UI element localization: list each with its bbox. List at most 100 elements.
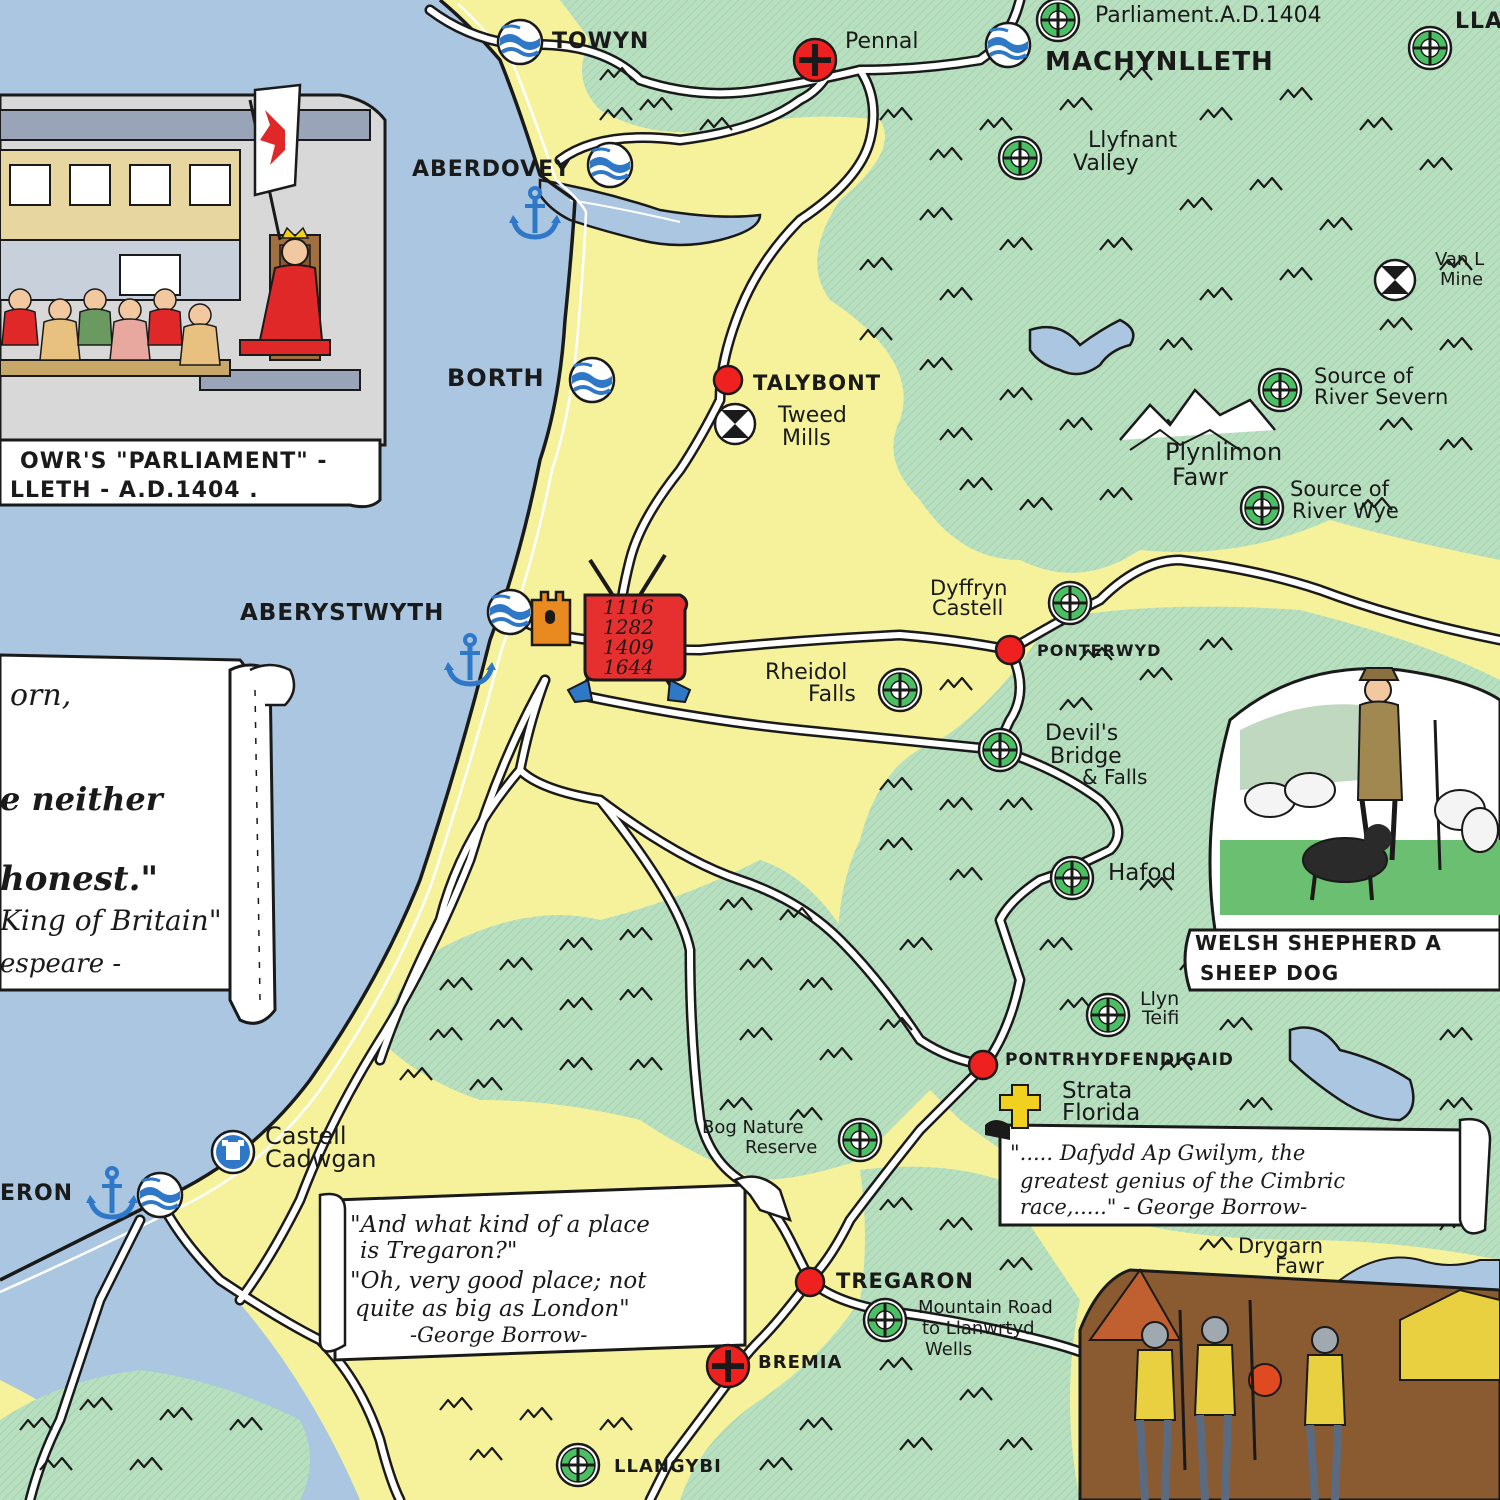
drygarn-label-line1[interactable]: Drygarn xyxy=(1238,1234,1323,1258)
place-labels: TOWYN Pennal Parliament.A.D.1404 MACHYNL… xyxy=(0,3,1500,1477)
aberdovey-label[interactable]: ABERDOVEY xyxy=(412,157,571,182)
devils-bridge-icon[interactable] xyxy=(977,727,1023,773)
mountain-road-icon[interactable] xyxy=(862,1297,908,1343)
severn-source-icon[interactable] xyxy=(1257,367,1303,413)
wye-label-line1[interactable]: Source of xyxy=(1290,477,1390,501)
mountain-road-label-line3[interactable]: Wells xyxy=(925,1339,972,1360)
tweed-mills-label-line2[interactable]: Mills xyxy=(782,426,831,451)
bog-label-line2[interactable]: Reserve xyxy=(745,1137,817,1158)
ponterwyd-town-icon[interactable] xyxy=(994,634,1026,666)
tregaron-label[interactable]: TREGARON xyxy=(836,1269,974,1293)
road-6 xyxy=(577,692,1003,753)
devils-bridge-label-line2[interactable]: Bridge xyxy=(1050,744,1122,769)
towyn-label[interactable]: TOWYN xyxy=(552,29,649,54)
shepherd-caption-line2: SHEEP DOG xyxy=(1200,961,1339,985)
borrow-quote2-line2: greatest genius of the Cimbric xyxy=(1020,1169,1345,1193)
aberaeron-resort-icon[interactable] xyxy=(136,1171,184,1219)
plynlimon-label-line2[interactable]: Fawr xyxy=(1172,463,1228,491)
parliament-label[interactable]: Parliament.A.D.1404 xyxy=(1095,3,1322,28)
gwilym-quote-scroll: "..... Dafydd Ap Gwilym, the greatest ge… xyxy=(985,1117,1492,1235)
borrow-quote2-line3: race,....." - George Borrow- xyxy=(1020,1195,1307,1219)
llyn-teifi-label-line1[interactable]: Llyn xyxy=(1140,988,1179,1010)
ponterwyd-label[interactable]: PONTERWYD xyxy=(1037,641,1161,660)
llyfnant-label-line1[interactable]: Llyfnant xyxy=(1088,128,1178,153)
borrow-quote1-line5: -George Borrow- xyxy=(410,1323,587,1347)
castle-date-1409: 1409 xyxy=(603,635,654,659)
parliament-panel: OWR'S "PARLIAMENT" - LLETH - A.D.1404 . xyxy=(0,83,387,509)
severn-label-line2[interactable]: River Severn xyxy=(1314,385,1448,409)
towyn-resort-icon[interactable] xyxy=(496,18,544,66)
van-mine-label-line2[interactable]: Mine xyxy=(1440,269,1483,290)
bremia-label[interactable]: BREMIA xyxy=(758,1352,842,1373)
dyffryn-castell-icon[interactable] xyxy=(1047,580,1093,626)
dyffryn-label-line1[interactable]: Dyffryn xyxy=(930,576,1007,600)
llyfnant-label-line2[interactable]: Valley xyxy=(1073,151,1139,176)
aberaeron-anchor-icon[interactable] xyxy=(86,1168,138,1217)
soldiers-panel xyxy=(1078,1268,1500,1500)
llyfnant-sight-icon[interactable] xyxy=(997,135,1043,181)
hafod-sight-icon[interactable] xyxy=(1049,855,1095,901)
borth-label[interactable]: BORTH xyxy=(447,364,545,392)
road-3 xyxy=(617,67,877,623)
tregaron-town-icon[interactable] xyxy=(794,1266,826,1298)
road-14 xyxy=(27,1217,143,1500)
shakespeare-line2: e neither xyxy=(0,780,165,818)
llangybi-label[interactable]: LLANGYBI xyxy=(614,1456,722,1477)
mountain-road-label-line2[interactable]: to Llanwrtyd xyxy=(922,1318,1035,1339)
aberystwyth-castle-icon[interactable] xyxy=(530,553,692,704)
pontrhydfendigaid-label[interactable]: PONTRHYDFENDIGAID xyxy=(1005,1050,1234,1070)
rheidol-label-line2[interactable]: Falls xyxy=(808,682,856,707)
wye-source-icon[interactable] xyxy=(1239,485,1285,531)
drygarn-label-line2[interactable]: Fawr xyxy=(1275,1254,1324,1278)
parliament-caption-line2: LLETH - A.D.1404 . xyxy=(10,478,259,503)
van-mine-label-line1[interactable]: Van L xyxy=(1435,249,1484,270)
llyn-teifi-icon[interactable] xyxy=(1085,992,1131,1038)
aberaeron-label[interactable]: ERON xyxy=(0,1181,73,1206)
strata-florida-cross-icon[interactable] xyxy=(999,1084,1041,1129)
plynlimon-label-line1[interactable]: Plynlimon xyxy=(1165,438,1282,466)
road-8 xyxy=(237,677,548,1303)
llangybi-sight-icon[interactable] xyxy=(555,1442,601,1488)
castell-cadwgan-label-line1[interactable]: Castell xyxy=(265,1122,346,1150)
castell-cadwgan-icon[interactable] xyxy=(210,1129,256,1175)
severn-label-line1[interactable]: Source of xyxy=(1314,364,1414,388)
devils-bridge-label-line3[interactable]: & Falls xyxy=(1082,765,1147,789)
devils-bridge-label-line1[interactable]: Devil's xyxy=(1045,721,1118,746)
llan-sight-icon[interactable] xyxy=(1407,25,1453,71)
borrow-quote1-line1: "And what kind of a place xyxy=(350,1212,650,1238)
road-9 xyxy=(377,767,523,1063)
borth-resort-icon[interactable] xyxy=(568,356,616,404)
shakespeare-line1: orn, xyxy=(10,678,71,713)
bremia-fort-icon[interactable] xyxy=(705,1343,751,1389)
bog-label-line1[interactable]: Bog Nature xyxy=(702,1117,804,1138)
hafod-label[interactable]: Hafod xyxy=(1108,860,1176,886)
machynlleth-label[interactable]: MACHYNLLETH xyxy=(1045,47,1274,77)
tweed-mills-label-line1[interactable]: Tweed xyxy=(777,403,847,428)
pennal-label[interactable]: Pennal xyxy=(845,29,919,54)
parliament-sight-icon[interactable] xyxy=(1035,0,1081,43)
aberystwyth-resort-icon[interactable] xyxy=(486,588,534,636)
llan-label[interactable]: LLA xyxy=(1455,9,1500,34)
talybont-label[interactable]: TALYBONT xyxy=(753,371,881,395)
rheidol-label-line1[interactable]: Rheidol xyxy=(765,660,847,685)
rheidol-falls-icon[interactable] xyxy=(877,667,923,713)
talybont-town-icon[interactable] xyxy=(712,364,744,396)
aberystwyth-label[interactable]: ABERYSTWYTH xyxy=(240,600,444,626)
machynlleth-resort-icon[interactable] xyxy=(984,21,1032,69)
pontrhydfendigaid-town-icon[interactable] xyxy=(967,1049,999,1081)
mountain-road-label-line1[interactable]: Mountain Road xyxy=(918,1297,1053,1318)
aberdovey-resort-icon[interactable] xyxy=(586,141,634,189)
van-mine-icon[interactable] xyxy=(1373,258,1417,302)
strata-florida-label-line1[interactable]: Strata xyxy=(1062,1078,1132,1104)
dyffryn-label-line2[interactable]: Castell xyxy=(932,596,1003,620)
strata-florida-label-line2[interactable]: Florida xyxy=(1062,1100,1140,1126)
shakespeare-scroll: orn, e neither honest." King of Britain"… xyxy=(0,653,296,1025)
pennal-abbey-icon[interactable] xyxy=(792,37,838,83)
wye-label-line2[interactable]: River Wye xyxy=(1292,499,1399,523)
llyn-teifi-label-line2[interactable]: Teifi xyxy=(1141,1007,1179,1029)
bog-reserve-icon[interactable] xyxy=(837,1117,883,1163)
tweed-mills-icon[interactable] xyxy=(713,402,757,446)
castell-cadwgan-label-line2[interactable]: Cadwgan xyxy=(265,1145,376,1173)
